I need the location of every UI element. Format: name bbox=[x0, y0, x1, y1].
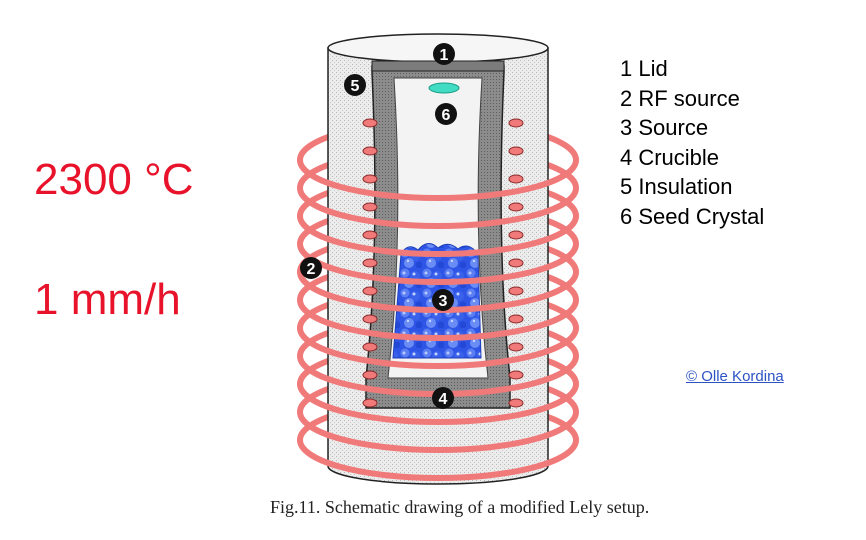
legend-item-seed-crystal: 6 Seed Crystal bbox=[620, 203, 765, 229]
callout-2: 2 bbox=[300, 257, 322, 279]
legend-item-lid: 1 Lid bbox=[620, 56, 668, 81]
legend-item-crucible: 4 Crucible bbox=[620, 144, 720, 170]
legend-item-insulation: 5 Insulation bbox=[620, 174, 733, 199]
svg-text:4: 4 bbox=[439, 391, 448, 408]
svg-text:1: 1 bbox=[440, 47, 449, 64]
callout-3: 3 bbox=[432, 289, 454, 311]
figure-caption: Fig.11. Schematic drawing of a modified … bbox=[270, 497, 650, 517]
callout-1: 1 bbox=[433, 43, 455, 65]
legend-item-rf-source: 2 RF source bbox=[620, 85, 740, 111]
svg-text:5: 5 bbox=[351, 78, 360, 95]
callout-4: 4 bbox=[432, 387, 454, 409]
svg-text:2: 2 bbox=[307, 261, 316, 278]
svg-text:6: 6 bbox=[442, 107, 451, 124]
callout-6: 6 bbox=[435, 103, 457, 125]
callout-5: 5 bbox=[344, 74, 366, 96]
component-legend: 1 Lid 2 RF source 3 Source 4 Crucible 5 … bbox=[620, 54, 764, 231]
seed-crystal bbox=[428, 82, 460, 94]
copyright-link[interactable]: © Olle Kordina bbox=[686, 368, 784, 385]
growth-rate-label: 1 mm/h bbox=[34, 275, 181, 324]
rf-coil-knobs bbox=[362, 118, 524, 408]
legend-item-source: 3 Source bbox=[620, 115, 709, 140]
lely-setup-diagram: 1 5 6 2 3 4 bbox=[297, 33, 579, 485]
svg-text:3: 3 bbox=[439, 293, 448, 310]
temperature-label: 2300 °C bbox=[34, 155, 194, 204]
